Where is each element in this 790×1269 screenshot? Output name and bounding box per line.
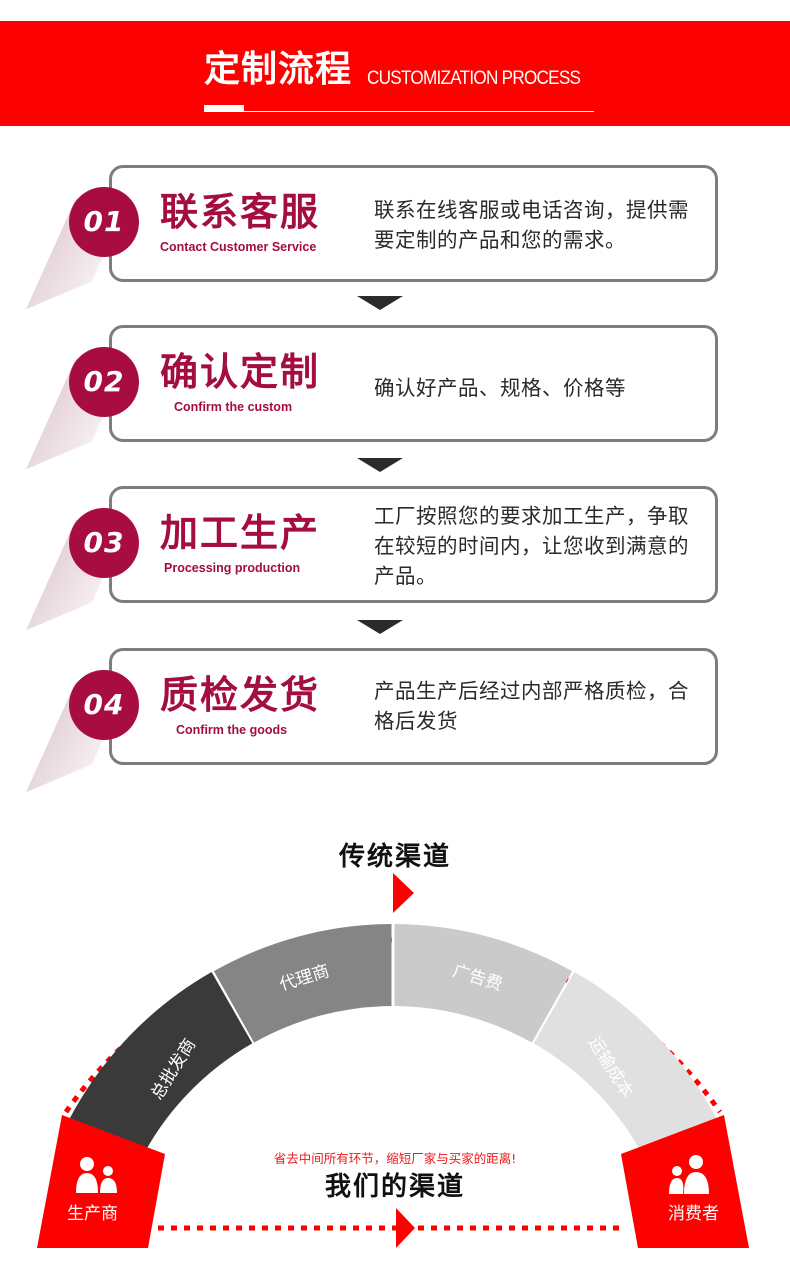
arrow-down-icon [357, 458, 403, 472]
our-channel-title: 我们的渠道 [324, 1172, 465, 1202]
step-description: 联系在线客服或电话咨询，提供需要定制的产品和您的需求。 [374, 198, 689, 252]
step-number-badge: 03 [69, 508, 139, 578]
step-subtitle-en: Contact Customer Service [160, 240, 317, 254]
step-card [109, 648, 718, 765]
people-icon [76, 1157, 117, 1193]
step-title: 联系客服 [160, 190, 321, 234]
step-description: 确认好产品、规格、价格等 [374, 376, 626, 400]
step-subtitle-en: Confirm the custom [174, 400, 293, 414]
page-title: 定制流程 [204, 49, 353, 90]
step-card [109, 486, 718, 603]
page-subtitle: CUSTOMIZATION PROCESS [367, 68, 581, 89]
segment-transport [533, 972, 718, 1159]
step-number-badge: 02 [69, 347, 139, 417]
step-title: 确认定制 [160, 350, 321, 394]
title-underline [244, 111, 594, 112]
arrow-right-icon [393, 873, 414, 913]
title-underline-accent [204, 105, 244, 112]
step-description: 产品生产后经过内部严格质检，合格后发货 [374, 679, 689, 733]
segment-advertising [394, 924, 573, 1043]
segment-agent [213, 924, 392, 1043]
start-node-block [37, 1115, 165, 1248]
end-node-block [621, 1115, 749, 1248]
step-subtitle-en: Confirm the goods [176, 723, 288, 737]
header-banner [0, 21, 790, 126]
start-node-label: 生产商 [67, 1204, 118, 1224]
step-description: 工厂按照您的要求加工生产，争取在较短的时间内，让您收到满意的产品。 [374, 504, 689, 588]
channel-note: 省去中间所有环节，缩短厂家与买家的距离! [273, 1151, 517, 1166]
process-step-4: 04 质检发货 Confirm the goods 产品生产后经过内部严格质检，… [0, 638, 790, 768]
arrow-right-icon [396, 1208, 415, 1248]
step-number-badge: 01 [69, 187, 139, 257]
process-step-2: 02 确认定制 Confirm the custom 确认好产品、规格、价格等 [0, 315, 790, 445]
arrow-down-icon [357, 620, 403, 634]
step-card [109, 325, 718, 442]
step-title: 加工生产 [160, 511, 321, 555]
traditional-channel-title: 传统渠道 [338, 842, 451, 872]
end-node-label: 消费者 [668, 1204, 719, 1224]
segment-wholesaler [68, 972, 253, 1159]
people-icon [669, 1155, 709, 1194]
step-number-badge: 04 [69, 670, 139, 740]
process-step-3: 03 加工生产 Processing production 工厂按照您的要求加工… [0, 476, 790, 606]
step-subtitle-en: Processing production [164, 561, 301, 575]
process-step-1: 01 联系客服 Contact Customer Service 联系在线客服或… [0, 155, 790, 285]
step-title: 质检发货 [160, 673, 321, 717]
arrow-down-icon [357, 296, 403, 310]
